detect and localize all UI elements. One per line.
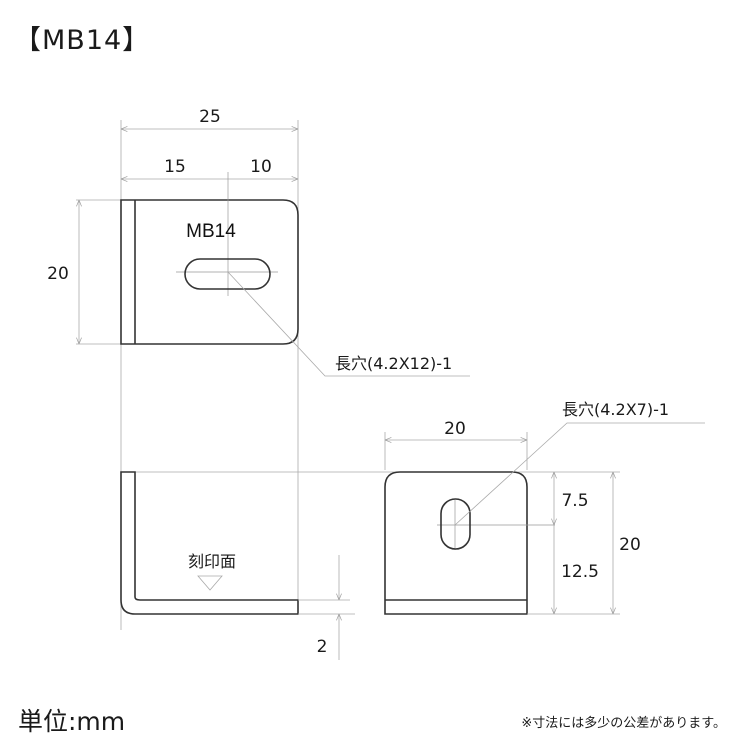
dim-upper: 7.5	[561, 491, 588, 511]
dim-left-width: 15	[164, 157, 186, 177]
dim-height: 20	[47, 264, 69, 284]
page-title: 【MB14】	[14, 25, 151, 56]
slot-callout-front: 長穴(4.2X12)-1	[335, 354, 452, 373]
unit-label: 単位:mm	[18, 707, 126, 736]
bottom-view: 20 7.5 12.5 20 長穴(4.2X7)-1	[384, 400, 705, 615]
slot-callout-bottom: 長穴(4.2X7)-1	[562, 400, 669, 419]
side-view: 刻印面 2	[120, 470, 620, 660]
dim-right-width: 10	[250, 157, 272, 177]
dim-width: 20	[444, 419, 466, 439]
stamp-face-marker-icon	[197, 575, 223, 591]
dim-height-right: 20	[619, 535, 641, 555]
dim-thickness: 2	[317, 637, 328, 657]
stamp-face-label: 刻印面	[188, 552, 236, 571]
dim-lower: 12.5	[561, 562, 599, 582]
stamp-label: MB14	[186, 221, 236, 242]
dim-total-width: 25	[199, 107, 221, 127]
tolerance-note: ※寸法には多少の公差があります。	[521, 716, 726, 731]
front-view: 25 15 10 20 MB14 長穴(4.2X12)-1	[47, 107, 470, 630]
